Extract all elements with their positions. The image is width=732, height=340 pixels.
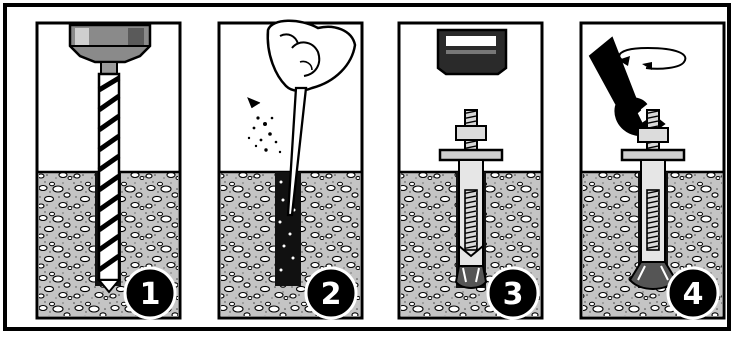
step-number-3: 3 xyxy=(503,277,524,312)
step-badge-4: 4 xyxy=(668,268,718,318)
step-badge-2: 2 xyxy=(306,268,356,318)
step-number-2: 2 xyxy=(321,277,342,312)
step-number-1: 1 xyxy=(140,277,161,312)
step-number-4: 4 xyxy=(683,277,704,312)
drilled-hole xyxy=(275,172,301,286)
step-badge-3: 3 xyxy=(488,268,538,318)
step-badge-1: 1 xyxy=(125,268,175,318)
